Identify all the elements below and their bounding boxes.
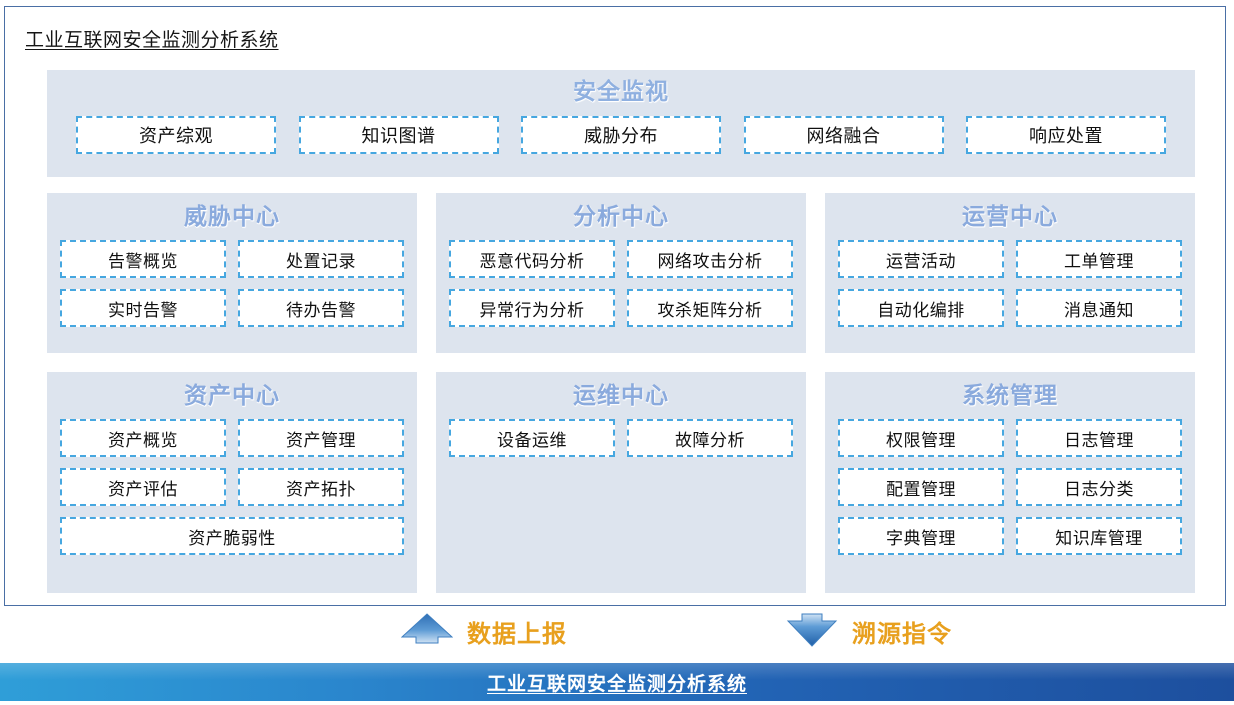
data-flow-strip: 数据上报 溯源指令	[0, 608, 1234, 658]
tile-log-classification[interactable]: 日志分类	[1016, 468, 1182, 506]
banner-title: 工业互联网安全监测分析系统	[486, 673, 747, 695]
panel-asset-center: 资产中心 资产概览 资产管理 资产评估 资产拓扑 资产脆弱性	[47, 372, 417, 593]
tile-automation-orchestration[interactable]: 自动化编排	[838, 289, 1004, 327]
tile-pending-alarm[interactable]: 待办告警	[238, 289, 404, 327]
center-row-bottom: 资产中心 资产概览 资产管理 资产评估 资产拓扑 资产脆弱性 运维中心 设备运维…	[47, 372, 1195, 593]
diagram-frame: 工业互联网安全监测分析系统 安全监视 资产综观 知识图谱 威胁分布 网络融合 响…	[4, 6, 1226, 606]
panel-title-asset-center: 资产中心	[184, 382, 280, 408]
flow-trace-command: 溯源指令	[786, 613, 952, 649]
tile-work-order-management[interactable]: 工单管理	[1016, 240, 1182, 278]
tile-operation-activity[interactable]: 运营活动	[838, 240, 1004, 278]
tile-asset-assessment[interactable]: 资产评估	[60, 468, 226, 506]
tile-message-notification[interactable]: 消息通知	[1016, 289, 1182, 327]
panel-threat-center: 威胁中心 告警概览 处置记录 实时告警 待办告警	[47, 193, 417, 353]
panel-system-management: 系统管理 权限管理 日志管理 配置管理 日志分类 字典管理 知识库管理	[825, 372, 1195, 593]
tile-asset-vulnerability[interactable]: 资产脆弱性	[60, 517, 404, 555]
tile-fault-analysis[interactable]: 故障分析	[627, 419, 793, 457]
panel-title-security-monitoring: 安全监视	[573, 78, 669, 104]
panel-title-threat-center: 威胁中心	[184, 203, 280, 229]
page-title: 工业互联网安全监测分析系统	[25, 30, 279, 51]
tile-grid-threat-center: 告警概览 处置记录 实时告警 待办告警	[60, 240, 404, 327]
panel-title-analysis-center: 分析中心	[573, 203, 669, 229]
tile-network-attack-analysis[interactable]: 网络攻击分析	[627, 240, 793, 278]
tile-grid-system-management: 权限管理 日志管理 配置管理 日志分类 字典管理 知识库管理	[838, 419, 1182, 555]
tile-device-maintenance[interactable]: 设备运维	[449, 419, 615, 457]
panel-maintenance-center: 运维中心 设备运维 故障分析	[436, 372, 806, 593]
tile-asset-overview[interactable]: 资产综观	[76, 116, 276, 154]
center-row-middle: 威胁中心 告警概览 处置记录 实时告警 待办告警 分析中心 恶意代码分析 网络攻…	[47, 193, 1195, 353]
tile-grid-operations-center: 运营活动 工单管理 自动化编排 消息通知	[838, 240, 1182, 327]
arrow-down-icon	[786, 613, 838, 649]
panel-title-maintenance-center: 运维中心	[573, 382, 669, 408]
tile-dictionary-management[interactable]: 字典管理	[838, 517, 1004, 555]
panel-title-operations-center: 运营中心	[962, 203, 1058, 229]
tile-realtime-alarm[interactable]: 实时告警	[60, 289, 226, 327]
tile-asset-topology[interactable]: 资产拓扑	[238, 468, 404, 506]
tile-grid-asset-center: 资产概览 资产管理 资产评估 资产拓扑 资产脆弱性	[60, 419, 404, 555]
tile-knowledge-base-management[interactable]: 知识库管理	[1016, 517, 1182, 555]
panel-operations-center: 运营中心 运营活动 工单管理 自动化编排 消息通知	[825, 193, 1195, 353]
tile-response-handling[interactable]: 响应处置	[966, 116, 1166, 154]
tile-knowledge-graph[interactable]: 知识图谱	[298, 116, 499, 154]
tile-grid-maintenance-center: 设备运维 故障分析	[449, 419, 793, 457]
panel-title-system-management: 系统管理	[962, 382, 1058, 408]
tile-handling-records[interactable]: 处置记录	[238, 240, 404, 278]
monitor-tile-row: 资产综观 知识图谱 威胁分布 网络融合 响应处置	[47, 116, 1195, 154]
arrow-up-icon	[401, 613, 453, 649]
tile-malware-analysis[interactable]: 恶意代码分析	[449, 240, 615, 278]
tile-grid-analysis-center: 恶意代码分析 网络攻击分析 异常行为分析 攻杀矩阵分析	[449, 240, 793, 327]
tile-log-management[interactable]: 日志管理	[1016, 419, 1182, 457]
tile-threat-distribution[interactable]: 威胁分布	[521, 116, 721, 154]
bottom-banner: 工业互联网安全监测分析系统	[0, 663, 1234, 701]
flow-data-upload: 数据上报	[401, 613, 567, 649]
tile-permission-management[interactable]: 权限管理	[838, 419, 1004, 457]
tile-abnormal-behavior-analysis[interactable]: 异常行为分析	[449, 289, 615, 327]
flow-label-data-upload: 数据上报	[467, 620, 567, 648]
tile-attack-kill-matrix-analysis[interactable]: 攻杀矩阵分析	[627, 289, 793, 327]
tile-asset-management[interactable]: 资产管理	[238, 419, 404, 457]
tile-alarm-overview[interactable]: 告警概览	[60, 240, 226, 278]
tile-configuration-management[interactable]: 配置管理	[838, 468, 1004, 506]
flow-label-trace-command: 溯源指令	[852, 620, 952, 648]
panel-analysis-center: 分析中心 恶意代码分析 网络攻击分析 异常行为分析 攻杀矩阵分析	[436, 193, 806, 353]
tile-asset-overview-2[interactable]: 资产概览	[60, 419, 226, 457]
tile-network-convergence[interactable]: 网络融合	[743, 116, 944, 154]
panel-security-monitoring: 安全监视 资产综观 知识图谱 威胁分布 网络融合 响应处置	[47, 70, 1195, 177]
